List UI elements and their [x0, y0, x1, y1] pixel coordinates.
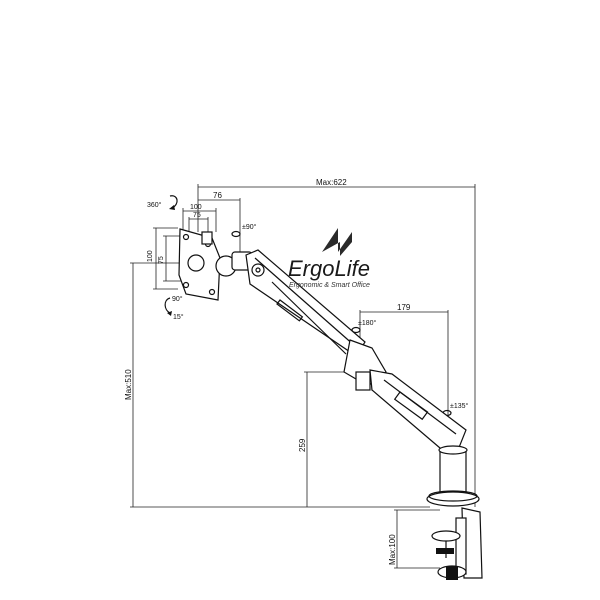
swivel-elbow-label: ±180° — [358, 319, 377, 327]
rotate-360-label: 360° — [147, 201, 162, 209]
max-height-label: Max:510 — [124, 369, 133, 400]
brand-tagline: Ergonomic & Smart Office — [289, 282, 370, 289]
tilt-down-label: 90° — [172, 295, 183, 303]
rotation-annotations: 360° ±90° 90° 15° ±180° ±135° — [147, 195, 469, 417]
clamp-max-label: Max:100 — [388, 534, 397, 565]
vesa-100-vertical-label: 100 — [147, 250, 154, 262]
desk-clamp — [431, 507, 483, 580]
arm-offset-label: 76 — [213, 191, 222, 200]
swivel-base-label: ±135° — [450, 402, 469, 410]
upper-arm — [245, 249, 366, 357]
tilt-head-label: ±90° — [242, 223, 257, 231]
vesa-plate — [178, 228, 253, 301]
swivel-ring-icon — [351, 326, 361, 334]
max-reach-label: Max:622 — [316, 178, 347, 187]
tilt-arrow-icon — [164, 297, 171, 314]
dimension-lines — [130, 184, 476, 569]
brand-logo: ErgoLife Ergonomic & Smart Office — [288, 228, 370, 289]
tilt-up-label: 15° — [173, 313, 184, 321]
dimension-labels: Max:622 76 100 75 100 75 Max:510 259 179… — [124, 178, 411, 565]
forearm — [369, 369, 467, 451]
vesa-75-label: 75 — [193, 212, 201, 219]
vesa-100-label: 100 — [190, 204, 202, 211]
pole-height-label: 259 — [298, 438, 307, 452]
upper-arm-label: 179 — [397, 303, 411, 312]
swivel-ring-icon — [231, 230, 241, 238]
pole-base — [426, 445, 480, 507]
brand-mark-icon — [322, 228, 352, 256]
brand-name: ErgoLife — [288, 256, 370, 281]
vesa-75-vertical-label: 75 — [158, 256, 165, 264]
